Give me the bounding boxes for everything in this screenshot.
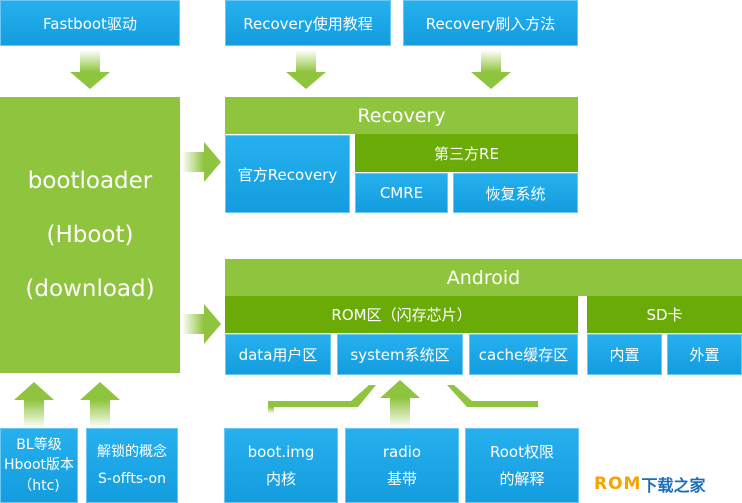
arrow-down-icon: [70, 50, 110, 89]
bl-level-box[interactable]: BL等级 Hboot版本 （htc): [0, 428, 78, 503]
system-partition-box[interactable]: system系统区: [337, 334, 463, 375]
cache-partition-label: cache缓存区: [478, 346, 569, 364]
android-title: Android: [446, 266, 521, 289]
recovery-flash-label: Recovery刷入方法: [425, 14, 556, 33]
restore-system-label: 恢复系统: [485, 184, 546, 203]
rom-area-header: ROM区（闪存芯片）: [225, 296, 578, 333]
root-label: Root权限: [490, 443, 554, 462]
recovery-header: Recovery: [225, 97, 578, 134]
arrow-right-icon: [182, 304, 221, 344]
baseband-label: 基带: [386, 469, 417, 488]
bl-level-label: BL等级: [16, 437, 62, 454]
s-off-label: S-offts-on: [98, 470, 166, 487]
cmre-box[interactable]: CMRE: [355, 173, 448, 213]
official-recovery-label: 官方Recovery: [237, 165, 338, 184]
arrow-up-icon: [80, 382, 120, 428]
recovery-title: Recovery: [357, 104, 446, 127]
connector-lines: [268, 380, 538, 428]
unlock-concept-label: 解锁的概念: [97, 443, 167, 460]
hboot-version-label: Hboot版本: [3, 457, 75, 474]
download-label: (download): [25, 276, 155, 303]
radio-box[interactable]: radio 基带: [345, 428, 459, 503]
root-box[interactable]: Root权限 的解释: [465, 428, 579, 503]
boot-img-label: boot.img: [247, 443, 315, 462]
sd-card-label: SD卡: [646, 306, 683, 324]
arrow-down-icon: [471, 50, 511, 89]
radio-label: radio: [382, 443, 422, 462]
internal-storage-box[interactable]: 内置: [587, 334, 662, 375]
unlock-concept-box[interactable]: 解锁的概念 S-offts-on: [86, 428, 178, 503]
third-party-re-header: 第三方RE: [355, 134, 578, 172]
kernel-label: 内核: [265, 469, 296, 488]
bootloader-label: bootloader: [27, 167, 153, 194]
third-party-re-label: 第三方RE: [434, 144, 499, 163]
external-storage-label: 外置: [689, 346, 720, 364]
internal-storage-label: 内置: [609, 346, 640, 364]
recovery-flash-box[interactable]: Recovery刷入方法: [403, 0, 578, 46]
rom-area-label: ROM区（闪存芯片）: [331, 306, 472, 324]
data-partition-label: data用户区: [238, 346, 318, 364]
system-partition-label: system系统区: [350, 346, 450, 364]
fastboot-label: Fastboot驱动: [43, 14, 137, 33]
hboot-label: (Hboot): [46, 221, 134, 248]
official-recovery-box[interactable]: 官方Recovery: [225, 135, 350, 213]
sd-card-header: SD卡: [587, 296, 742, 333]
htc-label: （htc): [18, 477, 60, 494]
bootloader-box[interactable]: bootloader (Hboot) (download): [0, 97, 180, 373]
logo-site-text: 下载之家: [641, 476, 706, 495]
rom-download-logo: ROM 下载之家: [594, 472, 705, 496]
logo-rom-text: ROM: [594, 474, 642, 494]
fastboot-driver-box[interactable]: Fastboot驱动: [0, 0, 180, 46]
cmre-label: CMRE: [379, 184, 424, 202]
restore-system-box[interactable]: 恢复系统: [453, 173, 578, 213]
arrow-down-icon: [286, 50, 326, 89]
arrow-right-icon: [182, 142, 221, 182]
android-header: Android: [225, 259, 742, 296]
arrow-up-icon: [14, 382, 54, 428]
cache-partition-box[interactable]: cache缓存区: [469, 334, 578, 375]
external-storage-box[interactable]: 外置: [667, 334, 742, 375]
recovery-tutorial-label: Recovery使用教程: [243, 14, 373, 33]
root-explain-label: 的解释: [499, 469, 545, 488]
boot-img-box[interactable]: boot.img 内核: [224, 428, 338, 503]
recovery-tutorial-box[interactable]: Recovery使用教程: [225, 0, 391, 46]
data-partition-box[interactable]: data用户区: [225, 334, 331, 375]
